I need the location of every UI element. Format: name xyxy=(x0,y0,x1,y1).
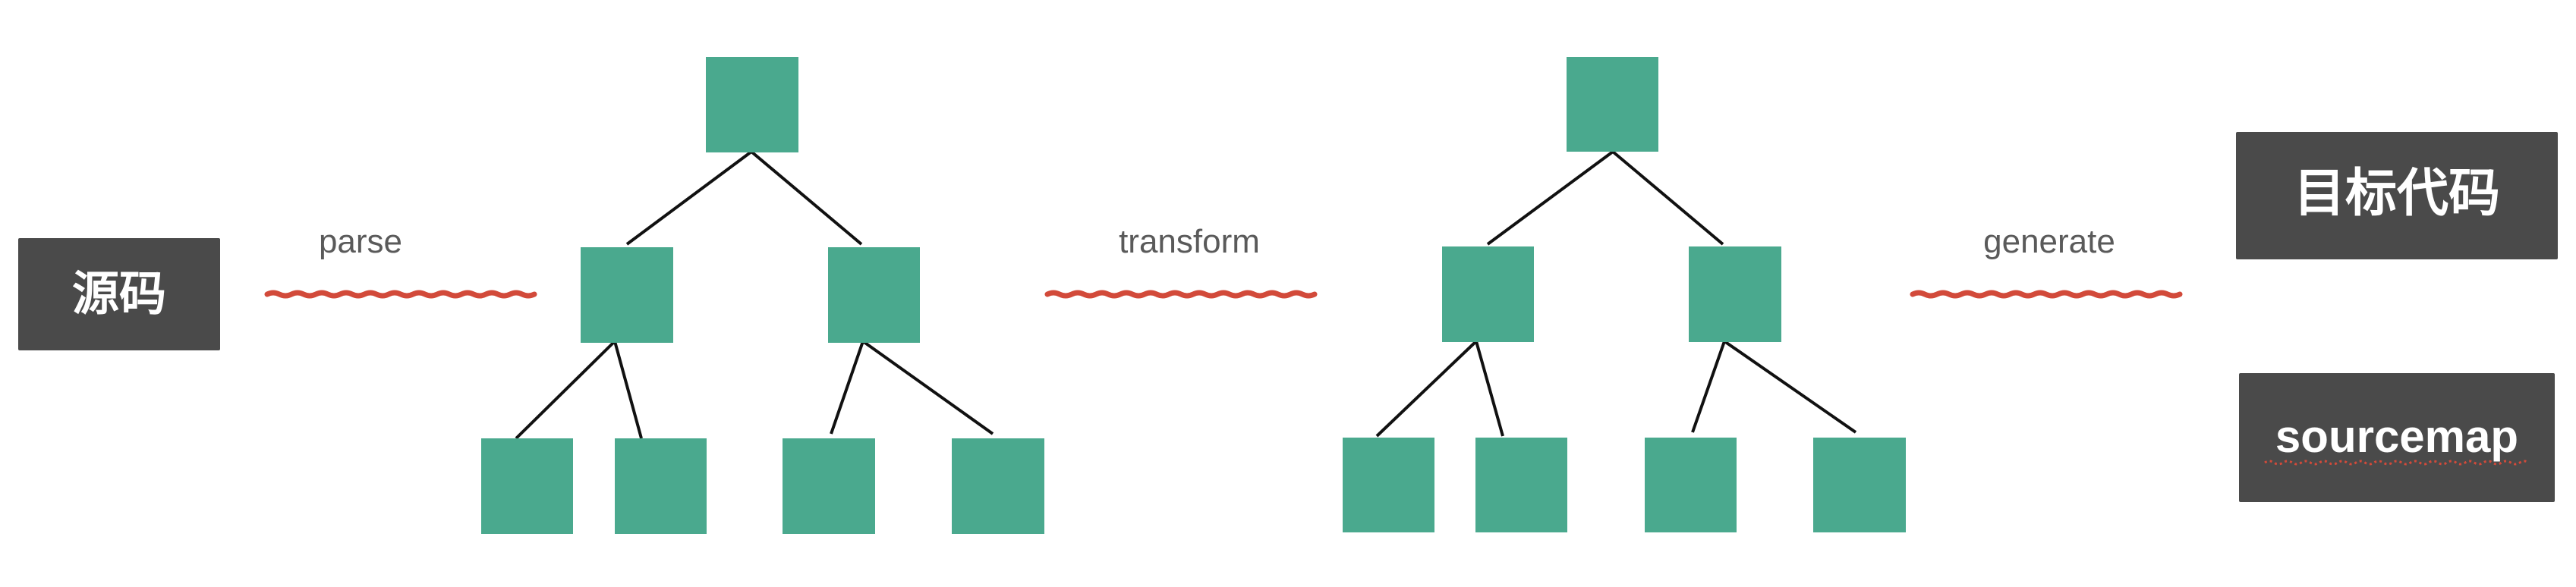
tree-node xyxy=(1813,438,1906,532)
step-label-transform: transform xyxy=(1119,223,1260,260)
output-sourcemap-box: sourcemap xyxy=(2239,373,2555,502)
tree-node xyxy=(706,57,798,152)
edge xyxy=(613,341,643,439)
step-label-parse: parse xyxy=(319,223,402,260)
step-underline-parse xyxy=(264,290,537,299)
edge xyxy=(625,150,753,246)
spellcheck-underline xyxy=(2264,460,2530,466)
source-box-label: 源码 xyxy=(72,268,166,320)
output-box-bg xyxy=(2236,132,2558,259)
tree-node xyxy=(615,438,707,534)
edge xyxy=(1475,341,1504,437)
tree-node xyxy=(481,438,573,534)
tree-node xyxy=(1343,438,1434,532)
tree-node xyxy=(783,438,875,534)
tree-node xyxy=(828,247,920,343)
output-target-code-box: 目标代码 xyxy=(2236,132,2558,259)
output-box-bg xyxy=(2239,373,2555,502)
edge xyxy=(515,340,616,440)
output-label-target-code: 目标代码 xyxy=(2294,165,2500,222)
tree-node xyxy=(1689,246,1781,342)
source-box-bg xyxy=(18,238,220,350)
edge xyxy=(1611,150,1724,246)
tree-node xyxy=(581,247,673,343)
step-parse: parse xyxy=(264,223,537,299)
edge xyxy=(750,150,863,246)
edge xyxy=(1723,340,1857,434)
edge xyxy=(830,341,864,435)
tree-node xyxy=(1475,438,1567,532)
tree-1 xyxy=(481,57,1044,534)
edge xyxy=(1486,150,1614,246)
step-underline-generate xyxy=(1910,290,2183,299)
output-label-sourcemap: sourcemap xyxy=(2275,411,2518,462)
edge xyxy=(1375,340,1478,438)
edge xyxy=(861,340,994,435)
tree-2 xyxy=(1343,57,1906,532)
tree-node xyxy=(952,438,1044,534)
tree-node xyxy=(1567,57,1658,152)
edge xyxy=(1691,341,1726,433)
step-generate: generate xyxy=(1910,223,2183,299)
source-box: 源码 xyxy=(18,238,220,350)
step-label-generate: generate xyxy=(1983,223,2115,260)
tree-node xyxy=(1645,438,1737,532)
step-transform: transform xyxy=(1044,223,1318,299)
step-underline-transform xyxy=(1044,290,1318,299)
tree-node xyxy=(1442,246,1534,342)
